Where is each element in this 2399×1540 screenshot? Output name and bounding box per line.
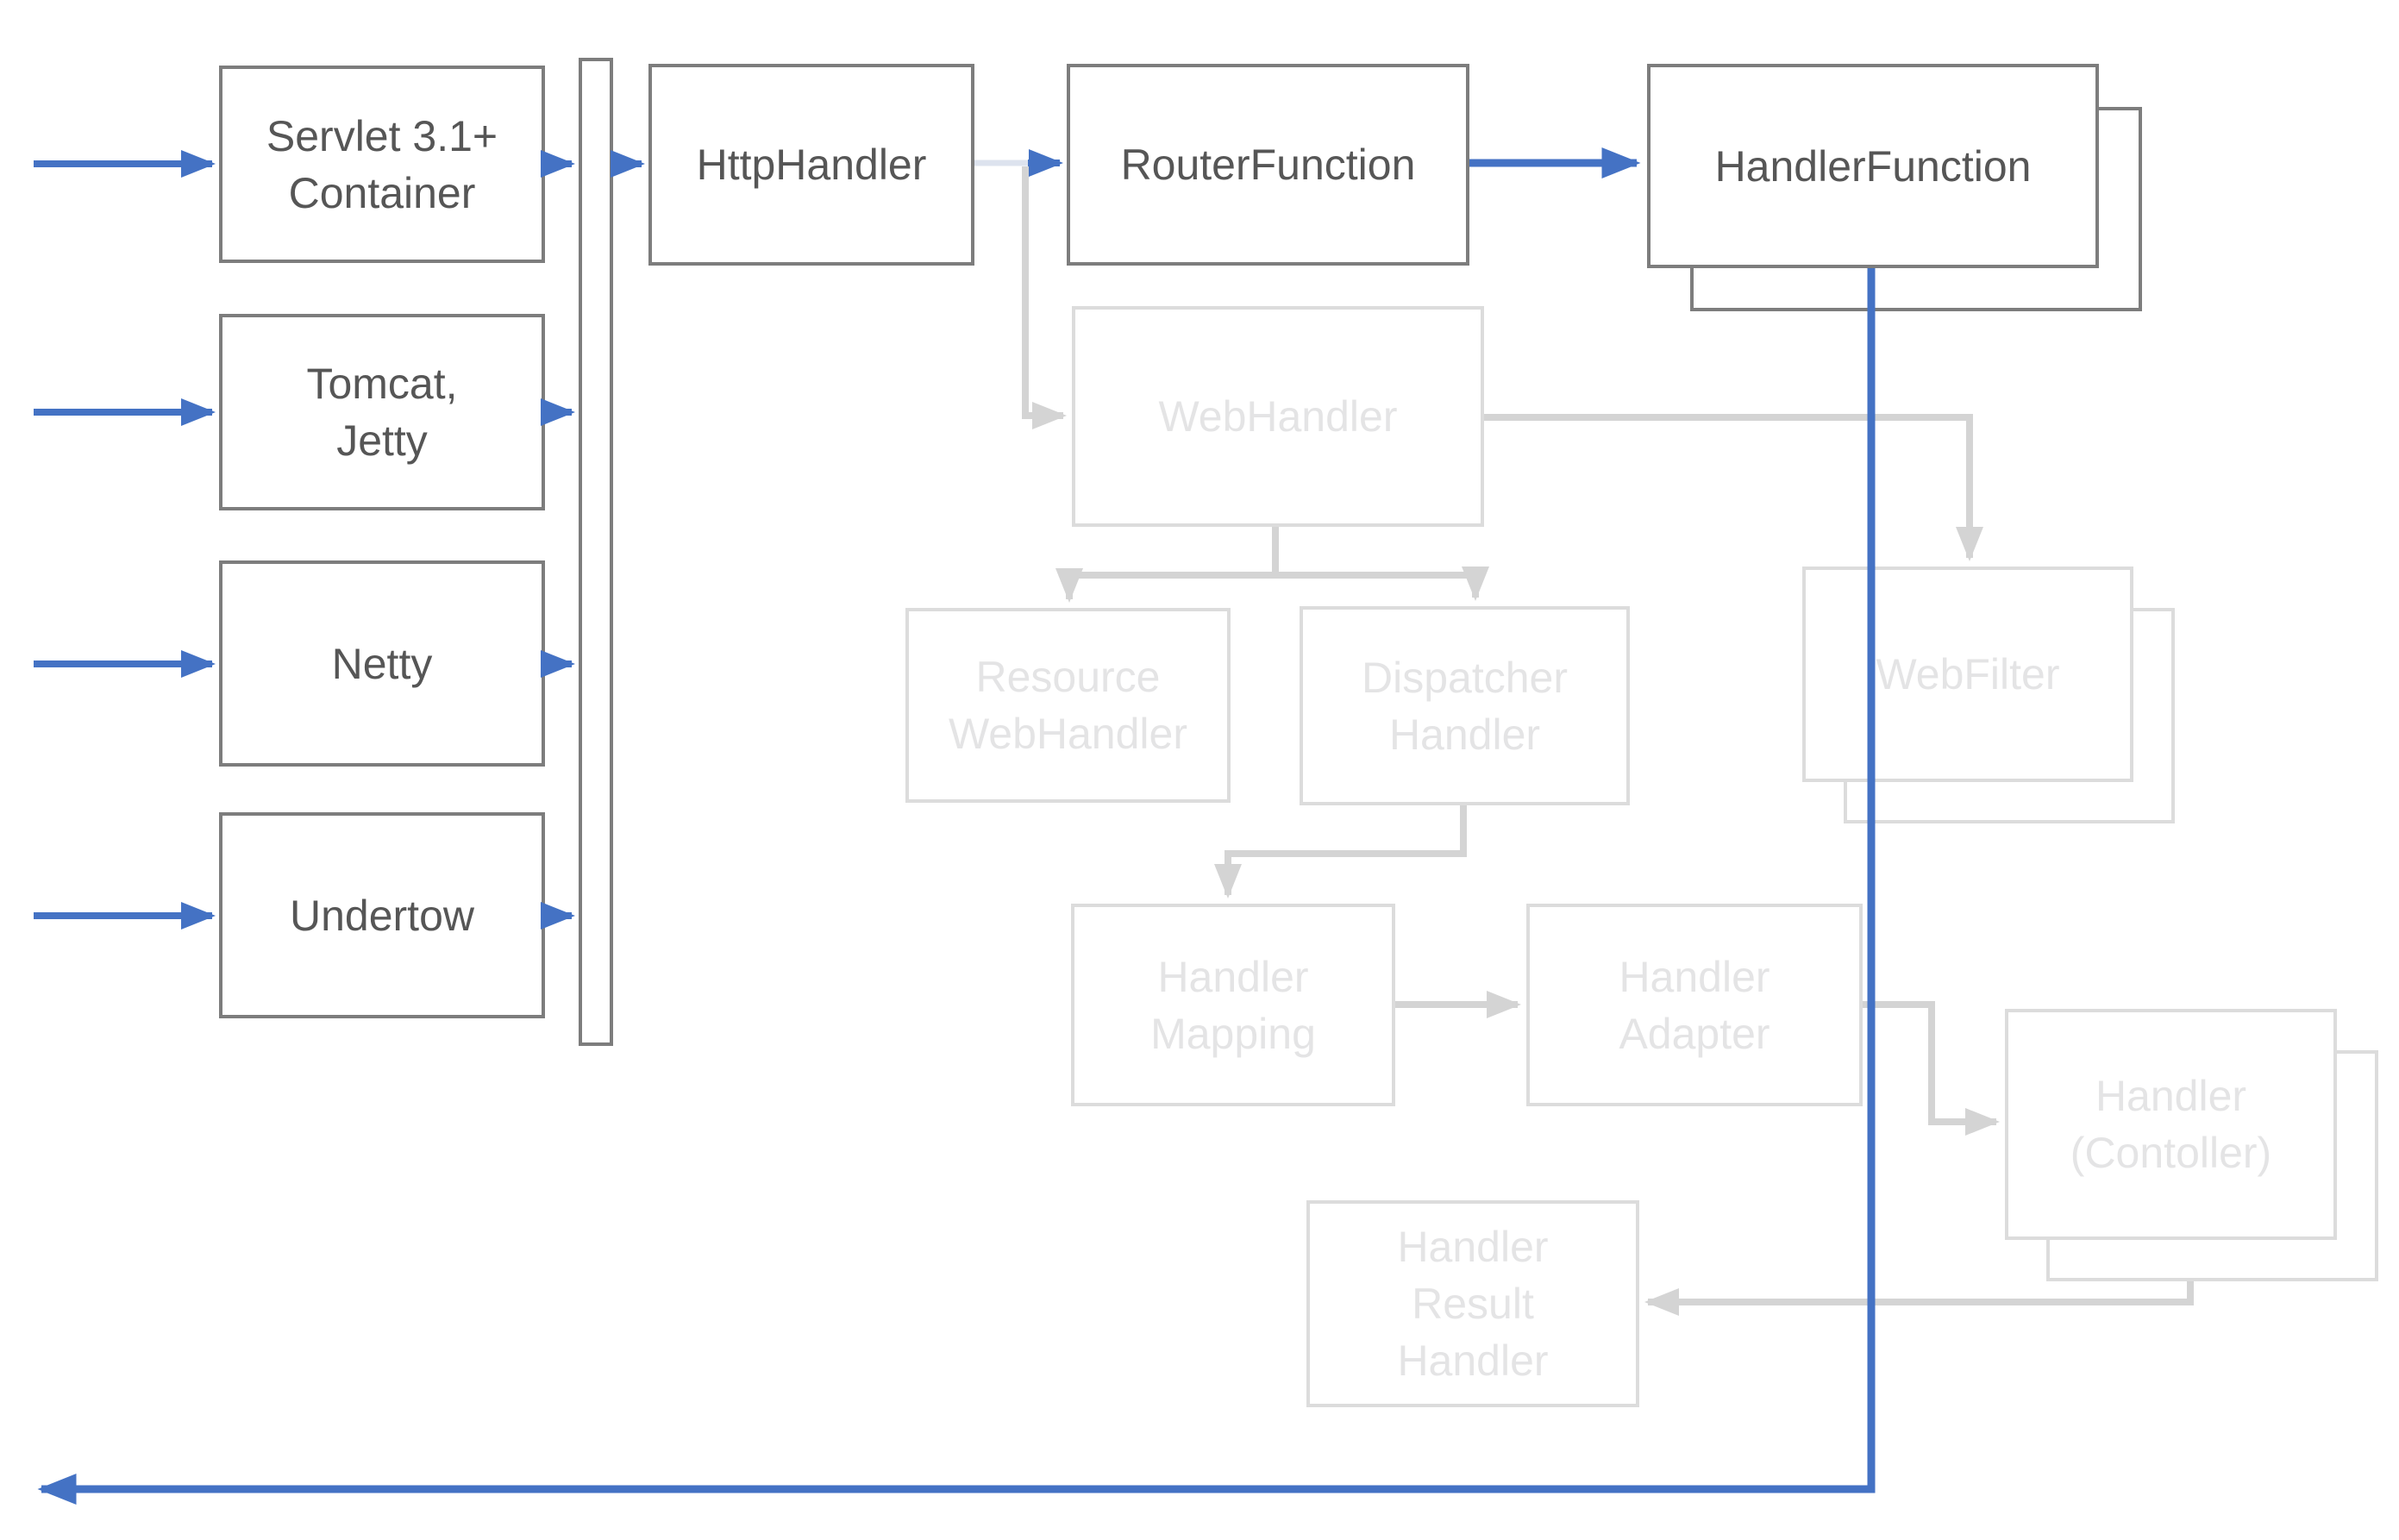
- box-servlet-container: Servlet 3.1+ Container: [219, 66, 545, 263]
- box-handler-mapping: Handler Mapping: [1071, 904, 1395, 1106]
- box-undertow: Undertow: [219, 812, 545, 1018]
- box-httphandler: HttpHandler: [648, 64, 974, 266]
- box-handlerfunction: HandlerFunction: [1647, 64, 2099, 268]
- box-dispatcher-handler: Dispatcher Handler: [1300, 606, 1630, 805]
- box-handler-adapter: Handler Adapter: [1526, 904, 1863, 1106]
- box-handler-controller: Handler (Contoller): [2005, 1009, 2337, 1240]
- box-netty: Netty: [219, 560, 545, 767]
- box-handler-result-handler: Handler Result Handler: [1306, 1200, 1639, 1407]
- adapter-bar: [579, 58, 613, 1046]
- box-webfilter: WebFilter: [1802, 567, 2133, 782]
- edge-webhandler-to-webfilter: [1484, 414, 1983, 561]
- box-resource-webhandler: Resource WebHandler: [905, 608, 1231, 803]
- edge-httphandler-to-webhandler: [1022, 166, 1067, 429]
- edge-adapter-to-controller: [1863, 1001, 2000, 1136]
- box-tomcat-jetty: Tomcat, Jetty: [219, 314, 545, 510]
- edge-dispatcher-to-mapping: [1214, 804, 1467, 898]
- box-webhandler: WebHandler: [1072, 306, 1484, 527]
- box-routerfunction: RouterFunction: [1067, 64, 1469, 266]
